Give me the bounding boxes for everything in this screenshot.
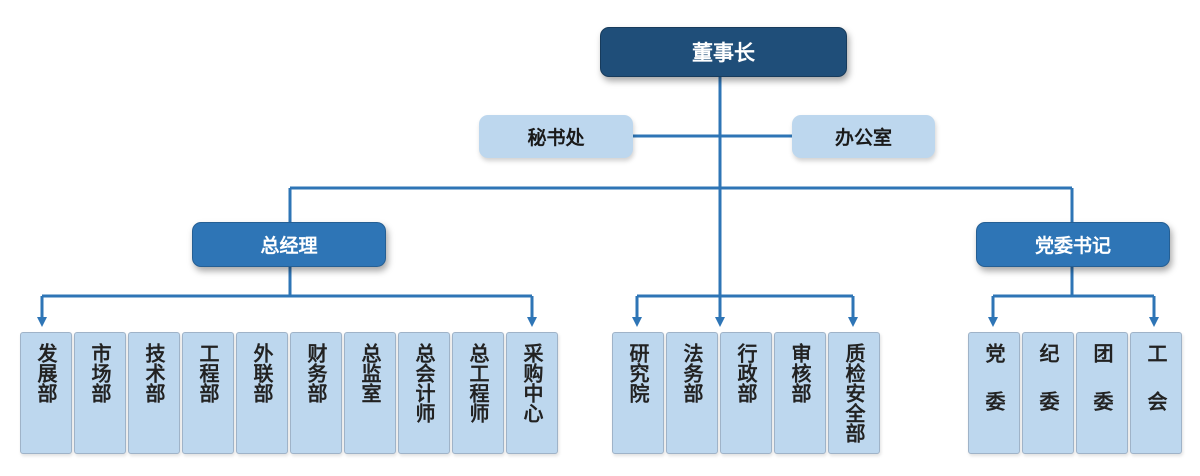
department-label: 总会计师 (412, 343, 436, 423)
department-label: 工会 (1144, 343, 1168, 439)
department-label: 质检安全部 (842, 343, 866, 443)
party-secretary-label: 党委书记 (1034, 235, 1111, 257)
office-label: 办公室 (834, 127, 892, 149)
general-manager-node: 总经理 (192, 222, 386, 267)
department-label: 财务部 (304, 343, 328, 403)
department-label: 行政部 (734, 343, 758, 403)
department-label: 采购中心 (520, 343, 544, 423)
department-box: 法务部 (666, 332, 718, 454)
department-box: 市场部 (74, 332, 126, 454)
department-label: 总监室 (358, 343, 382, 403)
department-box: 团委 (1076, 332, 1128, 454)
department-label: 团委 (1090, 343, 1114, 439)
department-box: 工会 (1130, 332, 1182, 454)
department-box: 发展部 (20, 332, 72, 454)
department-label: 法务部 (680, 343, 704, 403)
department-box: 纪委 (1022, 332, 1074, 454)
department-box: 外联部 (236, 332, 288, 454)
department-box: 技术部 (128, 332, 180, 454)
department-box: 财务部 (290, 332, 342, 454)
chairman-node: 董事长 (600, 27, 847, 77)
department-box: 总工程师 (452, 332, 504, 454)
department-box: 总监室 (344, 332, 396, 454)
department-label: 工程部 (196, 343, 220, 403)
department-label: 纪委 (1036, 343, 1060, 439)
secretariat-node: 秘书处 (479, 115, 633, 158)
department-label: 市场部 (88, 343, 112, 403)
department-label: 党委 (982, 343, 1006, 439)
department-box: 总会计师 (398, 332, 450, 454)
department-box: 研究院 (612, 332, 664, 454)
secretariat-label: 秘书处 (527, 127, 585, 149)
general-manager-label: 总经理 (260, 235, 318, 257)
department-box: 工程部 (182, 332, 234, 454)
department-box: 采购中心 (506, 332, 558, 454)
department-label: 审核部 (788, 343, 812, 403)
chairman-label: 董事长 (692, 41, 755, 65)
office-node: 办公室 (792, 115, 935, 158)
department-label: 发展部 (34, 343, 58, 403)
department-box: 党委 (968, 332, 1020, 454)
department-box: 质检安全部 (828, 332, 880, 454)
department-box: 审核部 (774, 332, 826, 454)
department-box: 行政部 (720, 332, 772, 454)
department-label: 总工程师 (466, 343, 490, 423)
department-label: 技术部 (142, 343, 166, 403)
party-secretary-node: 党委书记 (976, 222, 1170, 267)
department-label: 研究院 (626, 343, 650, 403)
department-label: 外联部 (250, 343, 274, 403)
